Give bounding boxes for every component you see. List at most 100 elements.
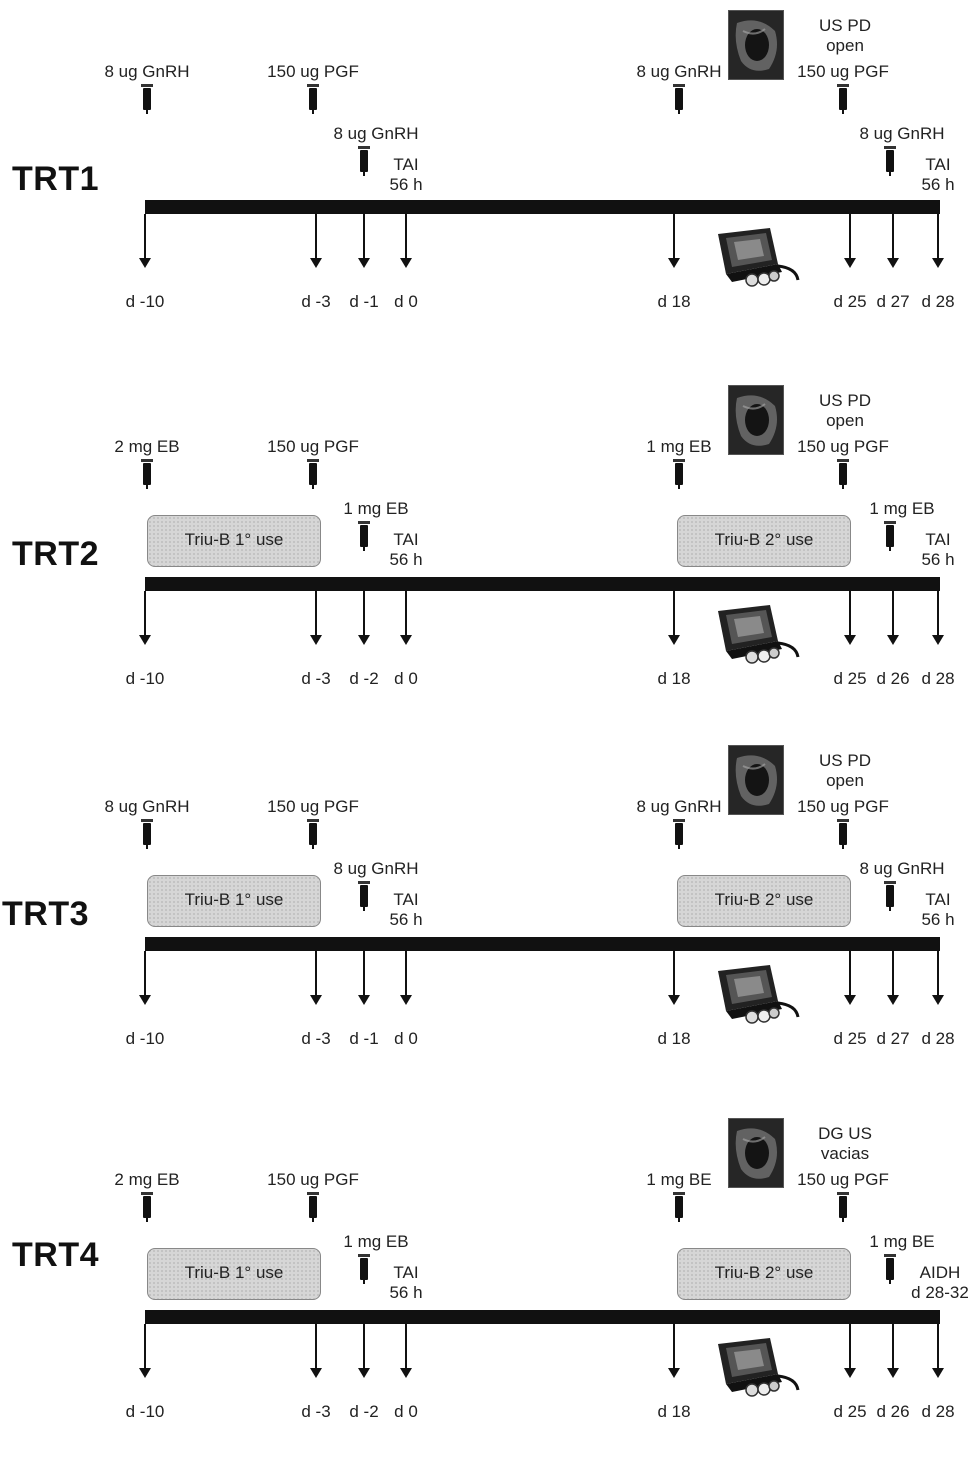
us-note-line-1: US PD: [819, 391, 871, 410]
device-label: Triu-B 2° use: [714, 1263, 814, 1282]
syringe-icon: [141, 819, 153, 849]
tai-line-1: TAI: [393, 1263, 419, 1282]
day-arrow: [400, 1324, 412, 1378]
treatment-label: TRT1: [12, 160, 99, 198]
injection-label: 1 mg EB: [646, 437, 712, 456]
us-note-line-1: US PD: [819, 751, 871, 770]
ultrasound-scan-icon: [728, 1118, 784, 1188]
day-label: d -10: [125, 292, 165, 311]
day-arrow: [668, 1324, 680, 1378]
device-label: Triu-B 1° use: [184, 530, 284, 549]
day-arrow: [139, 951, 151, 1005]
day-label: d -3: [301, 292, 331, 311]
day-label: d 0: [394, 292, 418, 311]
timeline-bar: [145, 1310, 940, 1324]
syringe-icon: [141, 1192, 153, 1222]
day-arrow: [400, 951, 412, 1005]
syringe-icon: [673, 1192, 685, 1222]
day-arrow: [932, 591, 944, 645]
syringe-icon: [884, 1254, 896, 1284]
tai-line-1: TAI: [393, 530, 419, 549]
tai-line-1: AIDH: [919, 1263, 961, 1282]
treatment-label: TRT4: [12, 1236, 99, 1274]
ultrasound-scanner-icon: [712, 961, 804, 1025]
day-label: d 18: [657, 1029, 691, 1048]
device-label: Triu-B 1° use: [184, 890, 284, 909]
syringe-icon: [837, 84, 849, 114]
day-arrow: [310, 1324, 322, 1378]
day-arrow: [139, 214, 151, 268]
us-note-line-2: open: [826, 36, 864, 55]
syringe-icon: [837, 1192, 849, 1222]
day-arrow: [932, 1324, 944, 1378]
syringe-icon: [884, 521, 896, 551]
day-arrow: [400, 591, 412, 645]
tai-line-1: TAI: [925, 155, 951, 174]
day-arrow: [358, 591, 370, 645]
device-box-second-use: Triu-B 2° use: [677, 515, 851, 567]
injection-label: 8 ug GnRH: [859, 859, 945, 878]
device-box-second-use: Triu-B 2° use: [677, 1248, 851, 1300]
syringe-icon: [358, 881, 370, 911]
day-label: d -2: [349, 669, 379, 688]
day-label: d -10: [125, 1402, 165, 1421]
syringe-icon: [837, 459, 849, 489]
injection-label: 8 ug GnRH: [333, 859, 419, 878]
day-arrow: [887, 951, 899, 1005]
day-arrow: [358, 214, 370, 268]
day-arrow: [668, 591, 680, 645]
tai-line-2: 56 h: [389, 175, 423, 194]
syringe-icon: [307, 1192, 319, 1222]
ultrasound-scan-icon: [728, 745, 784, 815]
day-label: d 25: [833, 1402, 867, 1421]
day-arrow: [668, 951, 680, 1005]
syringe-icon: [673, 819, 685, 849]
us-note-line-2: open: [826, 411, 864, 430]
day-arrow: [932, 214, 944, 268]
day-label: d -10: [125, 669, 165, 688]
ultrasound-scanner-icon: [712, 224, 804, 288]
injection-label: 150 ug PGF: [797, 1170, 889, 1189]
us-note-line-2: open: [826, 771, 864, 790]
tai-line-2: 56 h: [389, 1283, 423, 1302]
tai-line-1: TAI: [925, 890, 951, 909]
day-label: d 18: [657, 1402, 691, 1421]
day-arrow: [400, 214, 412, 268]
device-label: Triu-B 2° use: [714, 530, 814, 549]
device-box-second-use: Triu-B 2° use: [677, 875, 851, 927]
day-arrow: [310, 214, 322, 268]
day-label: d 28: [921, 1402, 955, 1421]
injection-label: 1 mg EB: [343, 499, 409, 518]
timeline-bar: [145, 577, 940, 591]
injection-label: 150 ug PGF: [267, 797, 359, 816]
day-label: d 26: [876, 669, 910, 688]
day-label: d 18: [657, 669, 691, 688]
day-arrow: [139, 591, 151, 645]
tai-line-2: d 28-32: [911, 1283, 969, 1302]
syringe-icon: [358, 1254, 370, 1284]
syringe-icon: [307, 819, 319, 849]
device-label: Triu-B 1° use: [184, 1263, 284, 1282]
day-label: d 28: [921, 669, 955, 688]
treatment-label: TRT3: [2, 895, 89, 933]
syringe-icon: [307, 459, 319, 489]
day-arrow: [844, 1324, 856, 1378]
syringe-icon: [673, 459, 685, 489]
syringe-icon: [884, 881, 896, 911]
tai-line-2: 56 h: [389, 910, 423, 929]
device-box-first-use: Triu-B 1° use: [147, 1248, 321, 1300]
day-label: d -3: [301, 1402, 331, 1421]
injection-label: 1 mg EB: [343, 1232, 409, 1251]
injection-label: 150 ug PGF: [267, 437, 359, 456]
